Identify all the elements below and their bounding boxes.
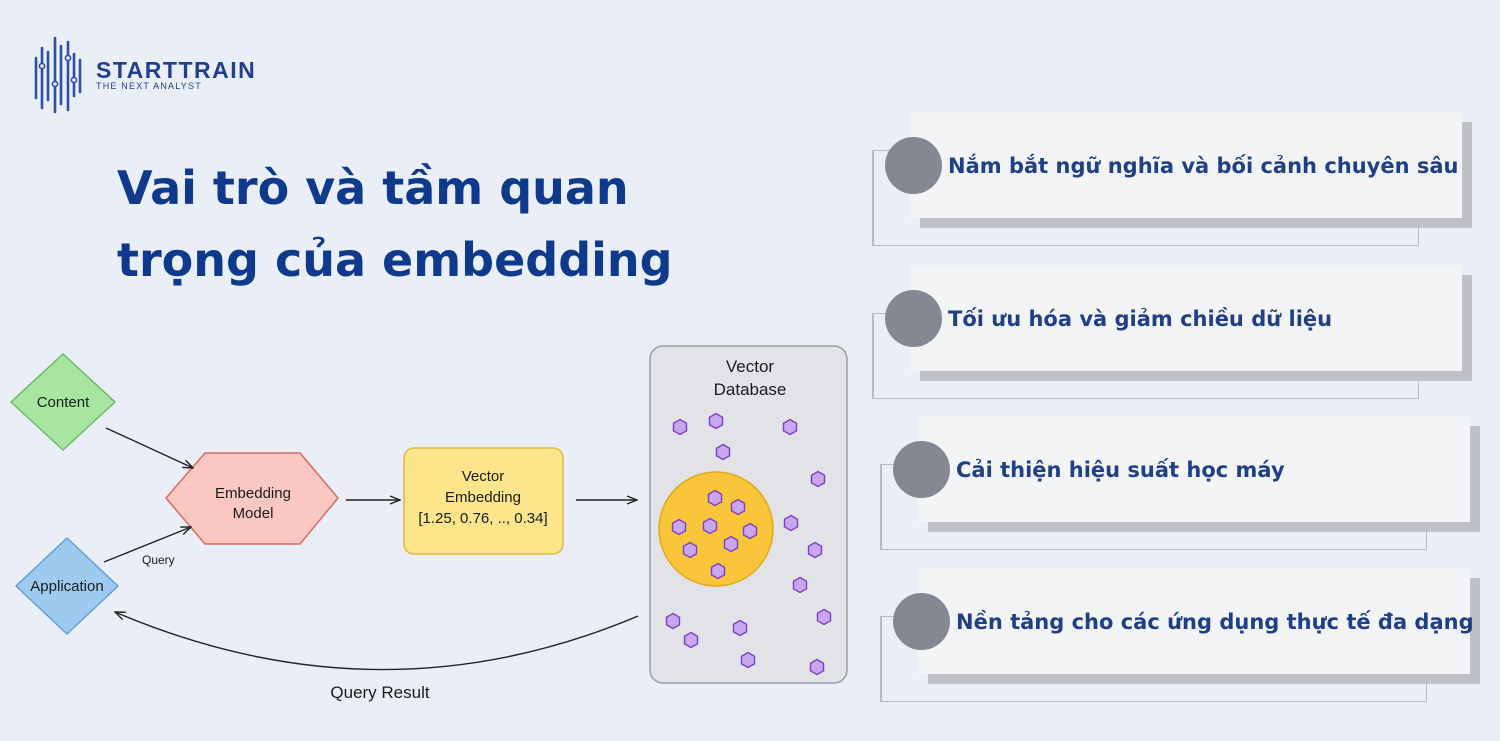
vector-point-10 [665, 612, 681, 630]
card-label: Cải thiện hiệu suất học máy [956, 458, 1285, 482]
card-ml-performance: Cải thiện hiệu suất học máy [880, 416, 1480, 556]
content-node: Content [10, 353, 116, 451]
vector-point-6 [807, 541, 823, 559]
vector-point-12 [732, 619, 748, 637]
application-label: Application [30, 578, 103, 595]
vector-point-15 [730, 498, 746, 516]
card-bullet-icon [893, 441, 950, 498]
vector-point-11 [683, 631, 699, 649]
vector-point-14 [707, 489, 723, 507]
page-title: Vai trò và tầm quan trọng của embedding [117, 152, 717, 296]
card-label: Nền tảng cho các ứng dụng thực tế đa dạn… [956, 610, 1474, 634]
vector-point-17 [702, 517, 718, 535]
embedding-model-label-2: Model [233, 505, 274, 522]
query-label: Query [142, 553, 175, 567]
card-bullet-icon [885, 137, 942, 194]
vector-point-9 [809, 658, 825, 676]
vector-database-label-1: Vector [726, 357, 775, 376]
embedding-flow-diagram: Content Application Embedding Model Vect… [10, 345, 848, 702]
vector-point-1 [708, 412, 724, 430]
card-bullet-icon [885, 290, 942, 347]
card-label: Tối ưu hóa và giảm chiều dữ liệu [948, 307, 1333, 331]
arrow-app-to-model [103, 527, 191, 563]
brand-name: STARTTRAIN [96, 57, 257, 83]
card-semantic-context: Nắm bắt ngữ nghĩa và bối cảnh chuyên sâu [872, 112, 1472, 252]
content-label: Content [37, 394, 90, 411]
card-dimensionality-reduction: Tối ưu hóa và giảm chiều dữ liệu [872, 265, 1472, 405]
vector-database-node: Vector Database [649, 345, 848, 684]
card-diverse-applications: Nền tảng cho các ứng dụng thực tế đa dạn… [880, 568, 1480, 708]
query-result-label: Query Result [330, 683, 429, 702]
page-title-line-2: trọng của embedding [117, 233, 673, 287]
page-title-line-1: Vai trò và tầm quan [117, 161, 629, 215]
vector-point-19 [682, 541, 698, 559]
vector-point-18 [742, 522, 758, 540]
vector-embedding-label-2: Embedding [445, 489, 521, 506]
card-bullet-icon [893, 593, 950, 650]
card-label: Nắm bắt ngữ nghĩa và bối cảnh chuyên sâu [948, 154, 1459, 178]
vector-point-20 [723, 535, 739, 553]
brand-tagline: THE NEXT ANALYST [96, 81, 202, 91]
vector-point-7 [792, 576, 808, 594]
arrow-content-to-model [105, 427, 193, 468]
vector-point-2 [715, 443, 731, 461]
brand-logo-icon [34, 36, 82, 114]
vector-embedding-label-1: Vector [462, 468, 505, 485]
vector-point-3 [782, 418, 798, 436]
embedding-model-label-1: Embedding [215, 485, 291, 502]
embedding-model-node: Embedding Model [165, 452, 339, 545]
vector-point-5 [783, 514, 799, 532]
vector-database-label-2: Database [714, 380, 787, 399]
vector-point-0 [672, 418, 688, 436]
vector-points [665, 412, 832, 676]
vector-point-16 [671, 518, 687, 536]
vector-point-21 [710, 562, 726, 580]
application-node: Application [15, 537, 119, 635]
vector-point-8 [816, 608, 832, 626]
vector-point-4 [810, 470, 826, 488]
vector-embedding-node: Vector Embedding [1.25, 0.76, .., 0.34] [403, 447, 564, 555]
vector-embedding-label-3: [1.25, 0.76, .., 0.34] [418, 510, 547, 527]
vector-point-13 [740, 651, 756, 669]
arrow-query-result [115, 612, 639, 671]
